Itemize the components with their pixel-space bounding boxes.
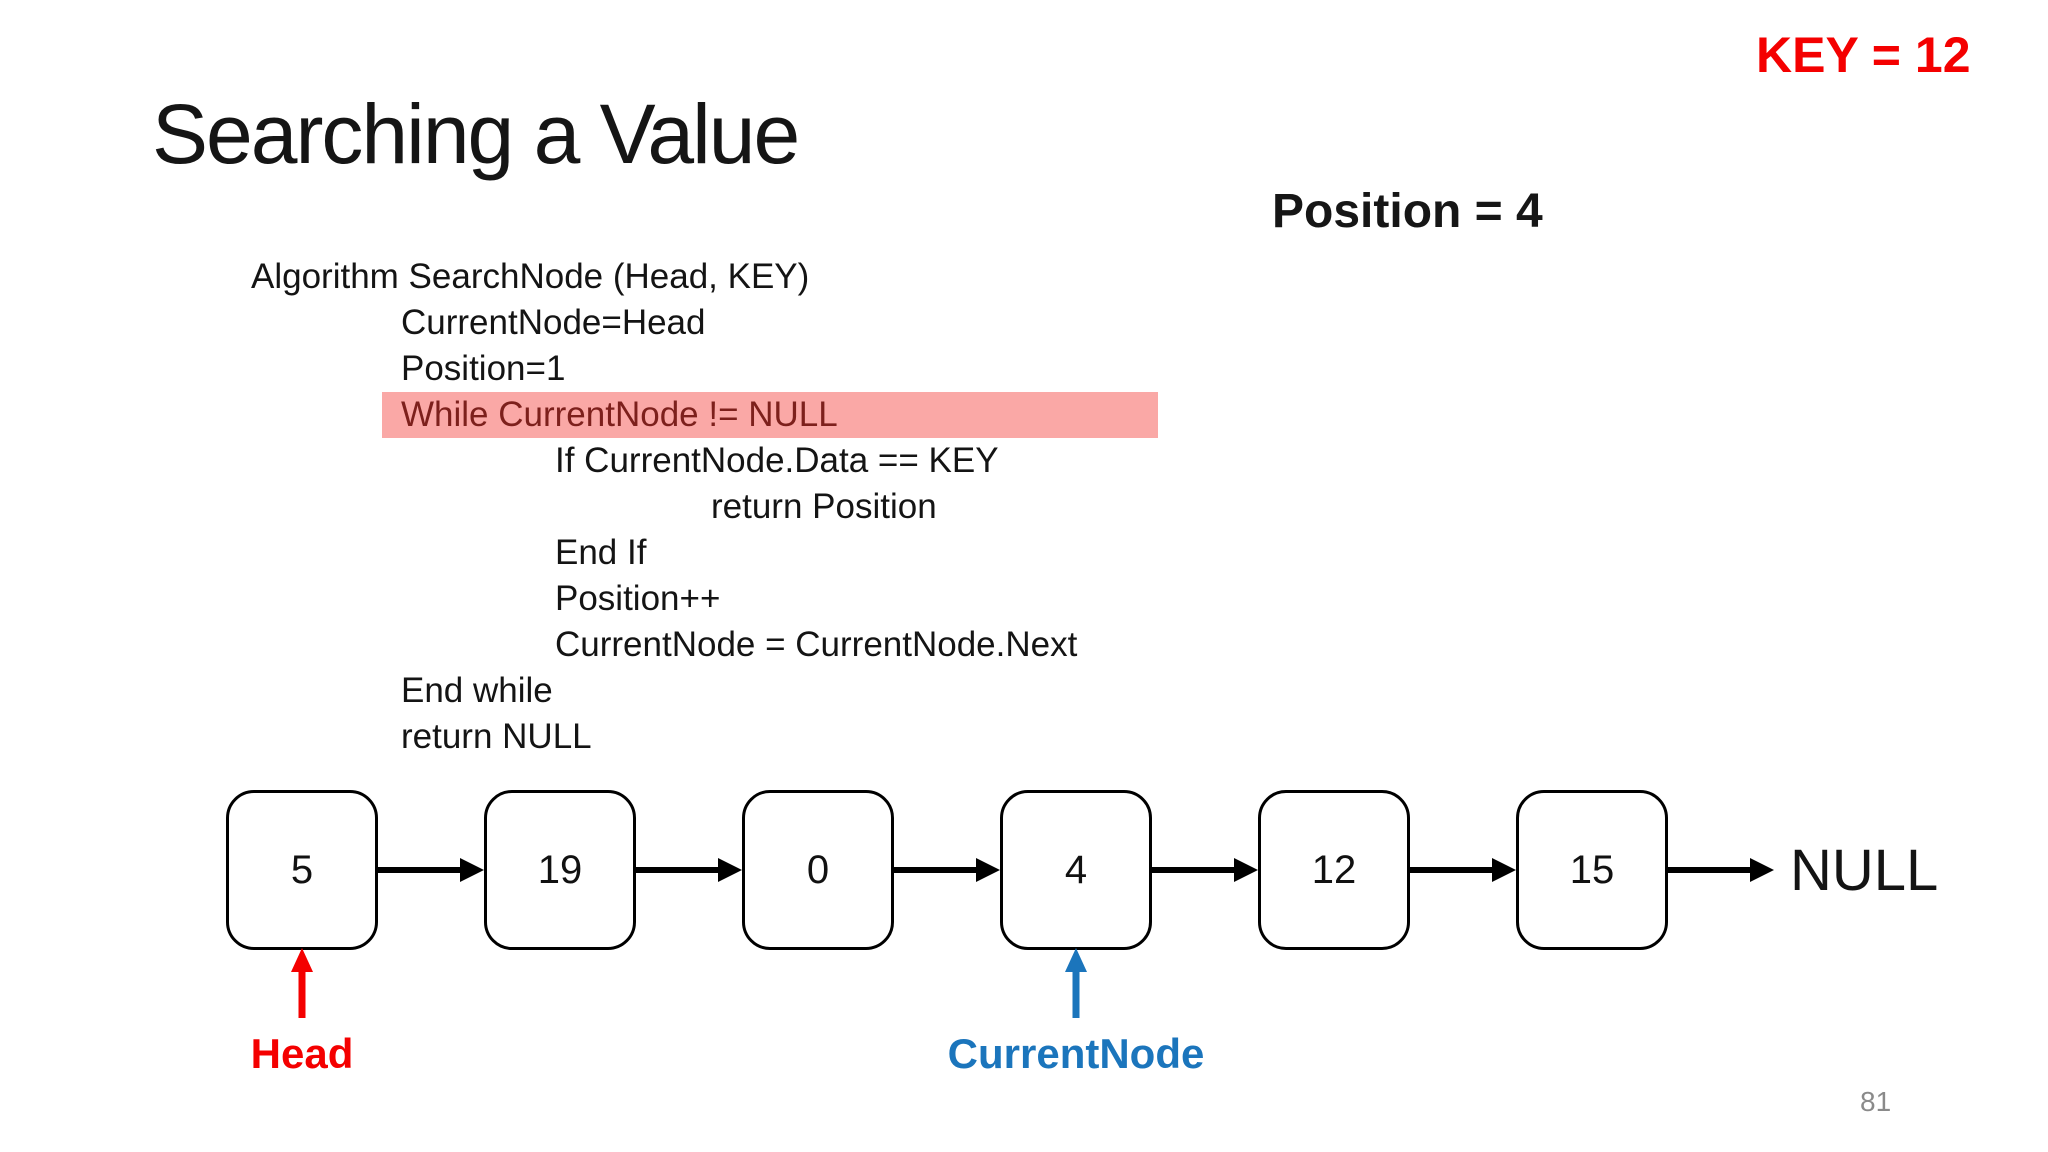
currentnode-pointer-label: CurrentNode bbox=[947, 1030, 1205, 1077]
node-value: 15 bbox=[1569, 847, 1615, 892]
next-pointer-arrow-icon bbox=[1668, 858, 1774, 882]
null-terminator: NULL bbox=[1790, 837, 1939, 903]
list-node: 4 bbox=[1000, 790, 1152, 950]
currentnode-arrow-icon bbox=[1065, 948, 1087, 1018]
algorithm-line: CurrentNode=Head bbox=[401, 303, 706, 342]
currentnode-pointer: CurrentNode bbox=[926, 948, 1226, 1078]
algorithm-line: If CurrentNode.Data == KEY bbox=[555, 441, 999, 480]
head-pointer-label: Head bbox=[250, 1030, 354, 1077]
next-pointer-arrow-icon bbox=[1152, 858, 1258, 882]
list-node: 12 bbox=[1258, 790, 1410, 950]
page-number: 81 bbox=[1860, 1086, 1892, 1117]
position-annotation: Position = 4 bbox=[1272, 185, 1543, 238]
node-value: 4 bbox=[1064, 847, 1088, 892]
head-arrow-icon bbox=[291, 948, 313, 1018]
algorithm-line: CurrentNode = CurrentNode.Next bbox=[555, 625, 1078, 664]
algorithm-line: return Position bbox=[711, 487, 937, 526]
next-pointer-arrow-icon bbox=[894, 858, 1000, 882]
list-node: 0 bbox=[742, 790, 894, 950]
algorithm-line: End while bbox=[401, 671, 553, 710]
node-value: 5 bbox=[290, 847, 314, 892]
node-value: 0 bbox=[806, 847, 830, 892]
key-annotation: KEY = 12 bbox=[1756, 27, 1971, 83]
next-pointer-arrow-icon bbox=[636, 858, 742, 882]
algorithm-line: Position=1 bbox=[401, 349, 566, 388]
node-value: 19 bbox=[537, 847, 583, 892]
next-pointer-arrow-icon bbox=[1410, 858, 1516, 882]
list-node: 19 bbox=[484, 790, 636, 950]
algorithm-line: End If bbox=[555, 533, 647, 572]
list-node: 15 bbox=[1516, 790, 1668, 950]
algorithm-pseudocode: Algorithm SearchNode (Head, KEY) CurrentN… bbox=[251, 254, 1158, 760]
algorithm-line: Algorithm SearchNode (Head, KEY) bbox=[251, 257, 810, 296]
page-title: Searching a Value bbox=[152, 87, 800, 181]
head-pointer: Head bbox=[152, 948, 452, 1078]
node-value: 12 bbox=[1311, 847, 1357, 892]
next-pointer-arrow-icon bbox=[378, 858, 484, 882]
linked-list-diagram: 5 19 0 4 12 15 NULL bbox=[226, 790, 1938, 950]
algorithm-line: return NULL bbox=[401, 717, 592, 756]
algorithm-line: Position++ bbox=[555, 579, 721, 618]
algorithm-line-highlighted: While CurrentNode != NULL bbox=[382, 392, 1158, 438]
list-node: 5 bbox=[226, 790, 378, 950]
